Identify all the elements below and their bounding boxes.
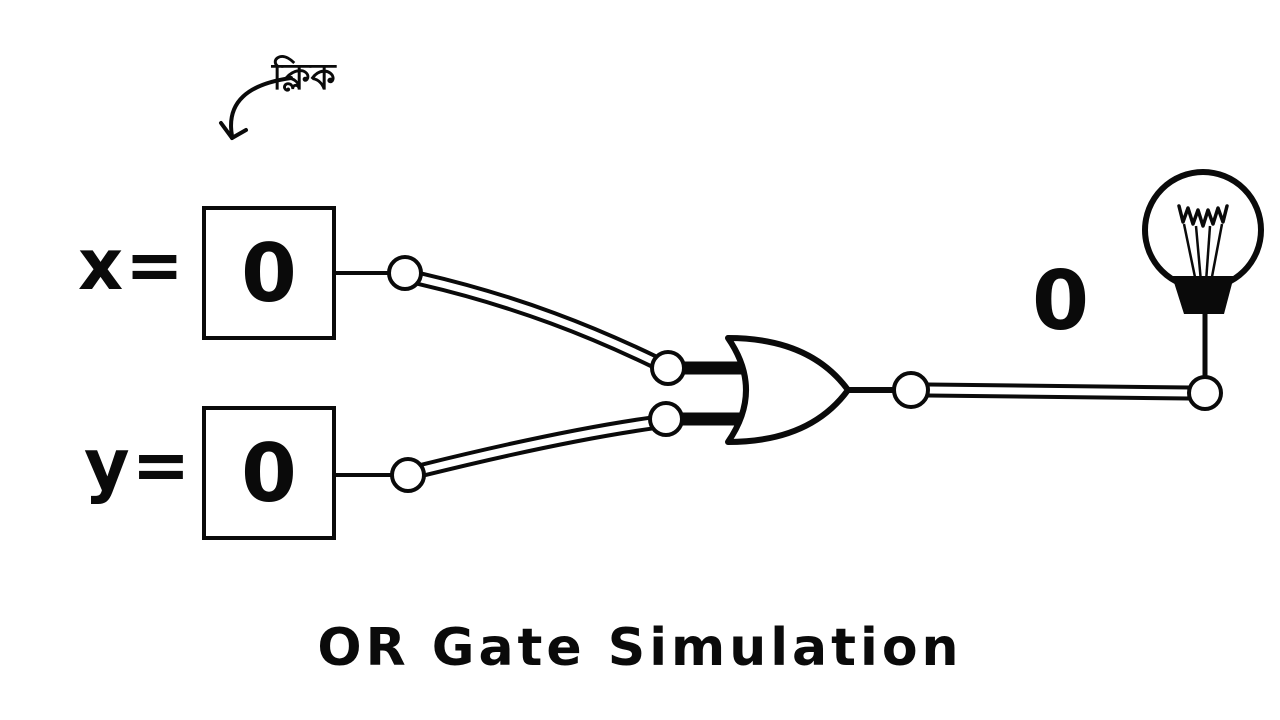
input-y-toggle[interactable]: 0 [202,406,336,540]
input-y-value: 0 [241,426,297,520]
node-bulb [1187,375,1223,411]
wire-nodes [387,255,686,493]
node-gate-in-bottom [648,401,684,437]
curved-arrow-icon [219,76,293,140]
input-x-toggle[interactable]: 0 [202,206,336,340]
click-hint-label: ক্লিক [272,57,336,98]
node-gate-out [892,371,930,409]
node-gate-in-top [650,350,686,386]
gate-input-feeds [680,361,748,426]
page-title: OR Gate Simulation [317,618,963,678]
node-y-out [390,457,426,493]
output-nodes [892,371,1223,411]
input-x-value: 0 [241,226,297,320]
wire-x [413,271,663,370]
input-y-label: y= [84,424,193,506]
light-bulb-icon [1142,169,1264,377]
wire-output [845,382,1198,401]
input-x-label: x= [78,224,186,306]
wire-y [415,415,660,478]
node-x-out [387,255,423,291]
output-value: 0 [1032,254,1090,349]
or-gate-shape [725,335,851,445]
